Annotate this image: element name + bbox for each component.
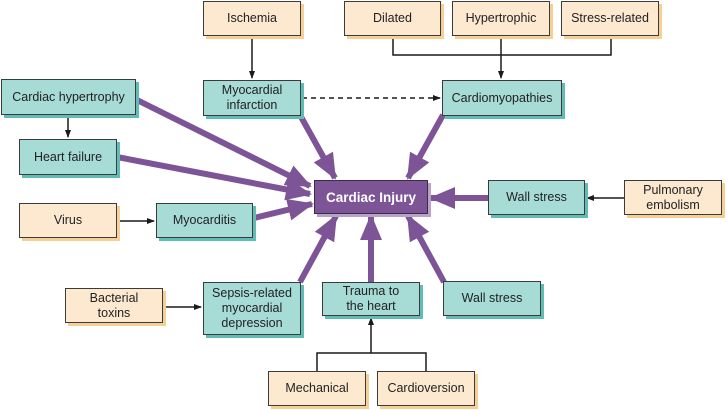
major-arrow-wall-stress-bottom-to-injury bbox=[405, 214, 447, 284]
node-stress-related: Stress-related bbox=[561, 1, 659, 36]
major-arrow-sepsis-to-injury bbox=[297, 214, 339, 284]
node-heart-failure: Heart failure bbox=[19, 139, 117, 175]
major-arrow-hypertrophy-to-injury bbox=[135, 97, 312, 189]
node-virus: Virus bbox=[19, 203, 117, 238]
node-cardiac-injury: Cardiac Injury bbox=[314, 180, 428, 214]
node-trauma-to-heart: Trauma to the heart bbox=[322, 282, 420, 316]
node-mechanical: Mechanical bbox=[268, 371, 366, 406]
node-bacterial-toxins: Bacterial toxins bbox=[65, 288, 163, 323]
node-wall-stress-right: Wall stress bbox=[488, 180, 585, 215]
node-dilated: Dilated bbox=[344, 1, 441, 36]
node-cardioversion: Cardioversion bbox=[377, 371, 475, 406]
node-cardiomyopathies: Cardiomyopathies bbox=[442, 80, 562, 116]
node-hypertrophic: Hypertrophic bbox=[452, 1, 550, 36]
major-arrow-cardiomyopathies-to-injury bbox=[405, 113, 446, 180]
node-myocardial-infarction: Myocardial infarction bbox=[203, 80, 301, 116]
edge-cardiomyopathy-types-bracket bbox=[392, 36, 612, 56]
edge-trauma-causes-bracket bbox=[316, 352, 427, 371]
node-wall-stress-bottom: Wall stress bbox=[443, 281, 541, 316]
node-ischemia: Ischemia bbox=[203, 1, 301, 36]
major-arrow-myocarditis-to-injury bbox=[253, 198, 314, 221]
node-sepsis-myocardial-depression: Sepsis-related myocardial depression bbox=[203, 282, 301, 335]
major-arrow-mi-to-injury bbox=[297, 113, 338, 180]
node-pulmonary-embolism: Pulmonary embolism bbox=[624, 180, 722, 215]
node-cardiac-hypertrophy: Cardiac hypertrophy bbox=[1, 79, 136, 115]
major-arrow-heart-failure-to-injury bbox=[116, 154, 312, 201]
node-myocarditis: Myocarditis bbox=[156, 203, 253, 238]
